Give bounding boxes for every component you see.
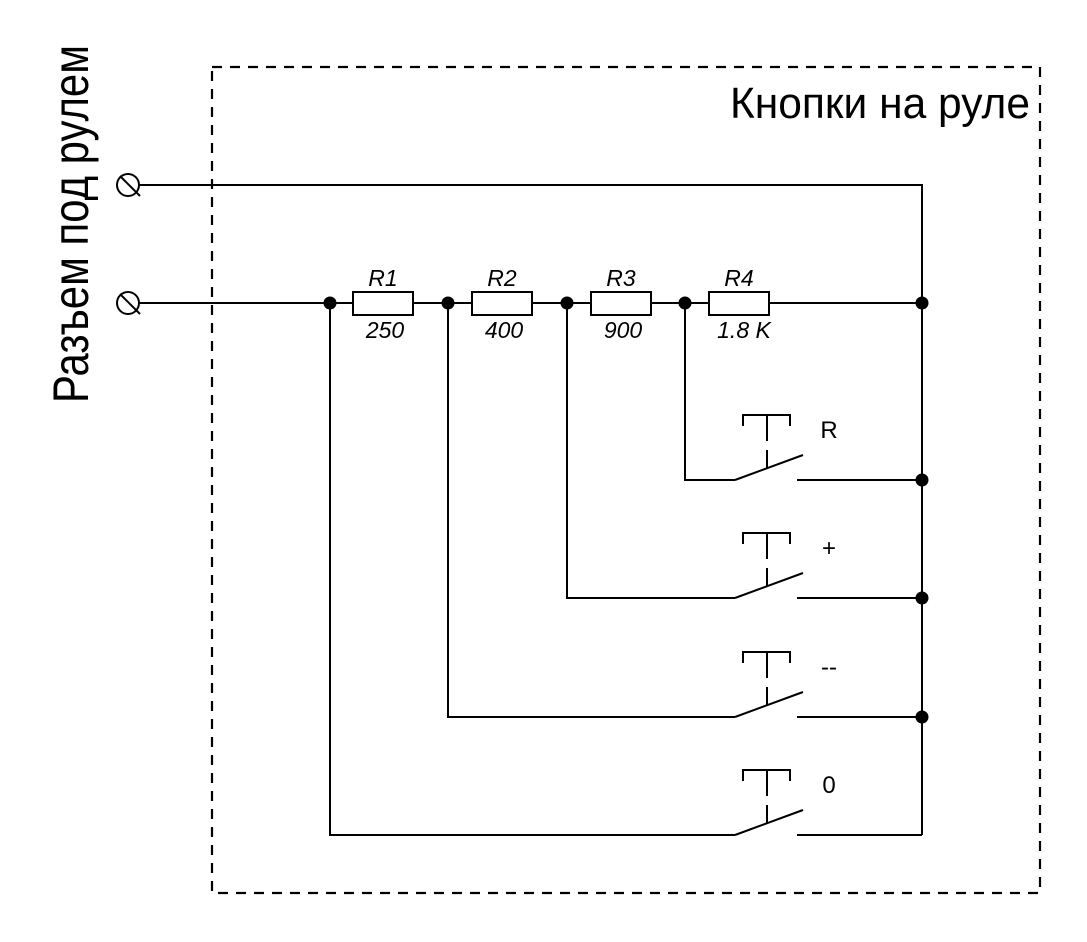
resistor-body [352,291,414,316]
switch-blade [734,454,804,481]
resistor-body [708,291,770,316]
switch-label: R [820,417,837,444]
circuit-wires [139,184,923,836]
switch-blade [734,572,804,599]
switch-label: 0 [822,772,835,799]
resistor-r2: R2 400 [471,265,533,343]
panel-title: Кнопки на руле [730,79,1030,128]
junction-dot [915,473,929,487]
junction-dots [323,296,929,724]
junction-dot [441,296,455,310]
switch-blade [734,691,804,718]
terminal-slash-icon [119,175,141,197]
resistor-value: 400 [485,317,524,343]
resistor-r4: R4 1.8 K [708,265,773,343]
button-switch-plus: + [734,532,836,599]
resistor-r3: R3 900 [590,265,652,343]
switch-label: -- [821,654,837,681]
resistor-body [471,291,533,316]
junction-dot [915,710,929,724]
junction-dot [915,591,929,605]
button-switch-r: R [734,414,838,481]
screw-terminal-bottom [116,291,141,315]
resistor-value: 1.8 K [717,317,772,343]
resistor-name: R3 [606,265,636,291]
junction-dot [560,296,574,310]
junction-dot [915,296,929,310]
resistor-name: R4 [724,265,753,291]
resistor-name: R1 [368,265,397,291]
resistor-body [590,291,652,316]
panel-border [210,65,1042,895]
resistor-r1: R1 250 [352,265,414,343]
button-switch-zero: 0 [734,769,836,836]
switch-blade [734,809,804,836]
junction-dot [323,296,337,310]
resistor-name: R2 [487,265,517,291]
terminal-slash-icon [119,293,141,315]
screw-terminal-top [116,173,141,197]
resistor-value: 900 [604,317,643,343]
button-switch-minus: -- [734,651,837,718]
junction-dot [678,296,692,310]
connector-label: Разъем под рулем [43,45,99,403]
switch-label: + [822,535,836,562]
resistor-value: 250 [365,317,405,343]
